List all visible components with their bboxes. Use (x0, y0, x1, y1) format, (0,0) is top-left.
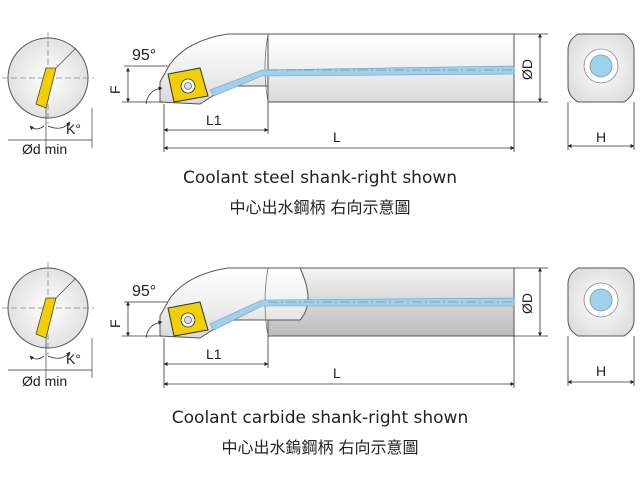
top-end-view: H (567, 33, 635, 150)
bottom-l1-label: L1 (206, 346, 222, 362)
top-dmin-label: Ød min (22, 141, 67, 157)
top-caption-zh: 中心出水鋼柄 右向示意圖 (229, 198, 411, 217)
top-coolant-channel (209, 65, 515, 97)
bottom-bore-section: K° Ød min (2, 262, 94, 389)
bottom-view-group: K° Ød min 95° F L1 L (2, 262, 635, 389)
top-angle-label: 95° (132, 47, 156, 64)
top-view-group: K° Ød min 95° F L1 (2, 32, 635, 157)
bottom-dmin-label: Ød min (22, 373, 67, 389)
bottom-angle-label: 95° (132, 283, 156, 300)
bottom-carbide-bar: 95° F L1 L ØD (107, 267, 548, 388)
top-l1-label: L1 (206, 112, 222, 128)
bottom-end-view: H (567, 267, 635, 386)
top-coolant-hole (589, 54, 613, 78)
top-f-label: F (107, 85, 123, 94)
top-caption-en: Coolant steel shank-right shown (182, 168, 458, 188)
bottom-od-label: ØD (519, 293, 535, 314)
bottom-coolant-channel (209, 297, 515, 331)
bottom-kappa-label: K° (66, 351, 81, 367)
bottom-coolant-hole (589, 288, 613, 312)
bottom-caption-zh: 中心出水鎢鋼柄 右向示意圖 (221, 438, 419, 457)
bottom-caption-en: Coolant carbide shank-right shown (171, 408, 469, 428)
bottom-l-label: L (333, 365, 341, 381)
top-l-label: L (333, 129, 341, 145)
bottom-h-label: H (596, 363, 606, 379)
top-bore-section: K° Ød min (2, 32, 94, 157)
top-steel-bar: 95° F L1 L ØD (107, 33, 548, 152)
top-od-label: ØD (519, 59, 535, 80)
top-kappa-label: K° (66, 121, 81, 137)
bottom-f-label: F (107, 319, 123, 328)
top-h-label: H (596, 129, 606, 145)
